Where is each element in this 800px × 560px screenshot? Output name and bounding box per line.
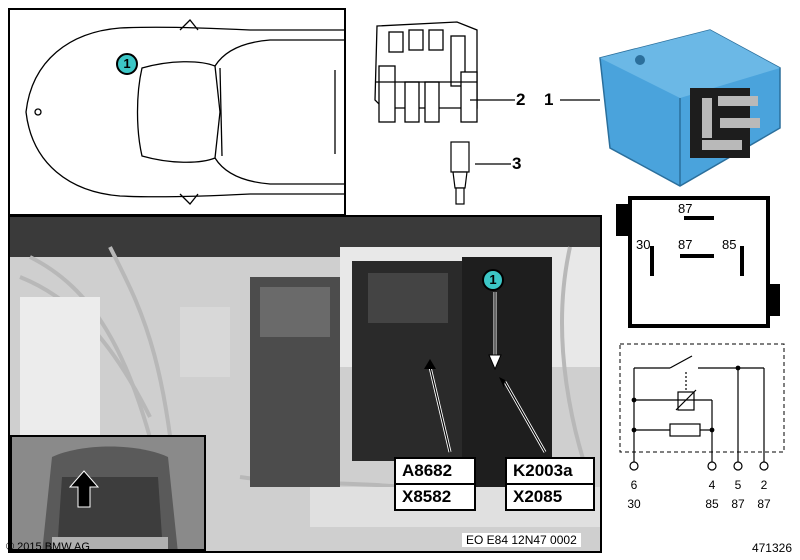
relay-photo: [599, 29, 781, 187]
schematic-pin-terminal: 85: [705, 497, 719, 511]
leader-line-2: [470, 99, 515, 101]
vehicle-location-panel: 1: [8, 8, 346, 216]
location-callout: 1: [482, 269, 504, 291]
pin-label-85: 85: [722, 237, 737, 252]
schematic-pin-number: 5: [734, 478, 742, 492]
relay-label-k2003a: K2003a: [505, 457, 595, 485]
schematic-pin-number: 4: [708, 478, 716, 492]
leader-line-3: [475, 163, 511, 165]
relay-symbol-frame: [616, 196, 780, 328]
schematic-pin-terminal: 30: [627, 497, 641, 511]
connector-label-x2085: X2085: [505, 483, 595, 511]
relay-circuit-schematic: [619, 343, 785, 471]
part-number-2: 2: [516, 90, 526, 109]
car-outline: [25, 19, 344, 205]
part-number-3: 3: [512, 154, 522, 173]
relay-socket-drawing: [374, 21, 478, 123]
installation-photo: 1 A8682 X8582 K2003a X2085 EO E84 12N47 …: [8, 215, 602, 553]
schematic-pin-terminal: 87: [757, 497, 771, 511]
connector-label-x8582: X8582: [394, 483, 476, 511]
location-callout: 1: [116, 53, 138, 75]
schematic-pin-number: 6: [630, 478, 638, 492]
vehicle-inset-photo: [10, 435, 206, 551]
pin-label-87-middle: 87: [678, 237, 693, 252]
drawing-reference: EO E84 12N47 0002: [462, 533, 581, 547]
schematic-pin-terminal: 87: [731, 497, 745, 511]
part-number-1: 1: [544, 90, 554, 109]
component-label-a8682: A8682: [394, 457, 476, 485]
image-id: 471326: [751, 541, 792, 555]
pin-label-30: 30: [636, 237, 651, 252]
leader-line-1: [560, 99, 600, 101]
copyright-notice: © 2015 BMW AG: [6, 541, 90, 553]
terminal-drawing: [450, 141, 470, 205]
schematic-pin-number: 2: [760, 478, 768, 492]
pointer-arrows: [424, 292, 547, 453]
pin-label-87-top: 87: [678, 201, 693, 216]
engine-bay-inset: [12, 437, 204, 549]
